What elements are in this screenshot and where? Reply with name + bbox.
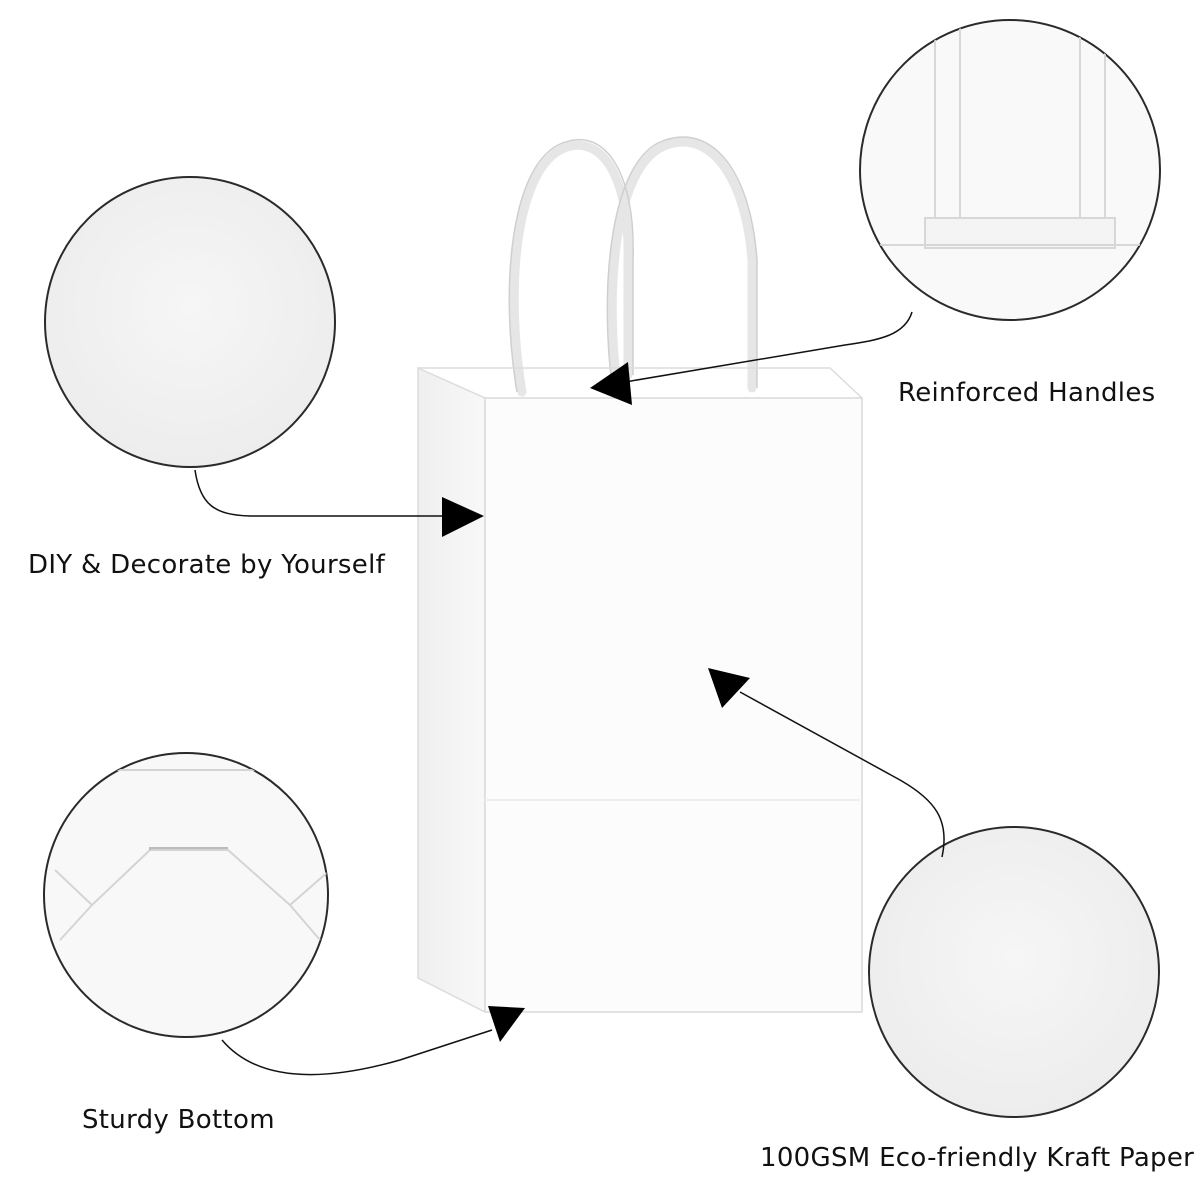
paper-bag bbox=[417, 136, 863, 1014]
caption-sturdy-bottom: Sturdy Bottom bbox=[82, 1105, 275, 1135]
caption-kraft-paper: 100GSM Eco-friendly Kraft Paper bbox=[760, 1143, 1195, 1173]
caption-reinforced-handles: Reinforced Handles bbox=[898, 378, 1156, 408]
connector-lines bbox=[194, 311, 945, 1076]
arrow-handles-icon bbox=[590, 362, 632, 405]
arrowheads bbox=[442, 362, 750, 1042]
arrow-paper-icon bbox=[708, 668, 750, 708]
bag-handles bbox=[509, 137, 757, 397]
arrow-diy-icon bbox=[442, 497, 484, 537]
detail-circle-handles bbox=[859, 19, 1161, 321]
detail-circle-diy bbox=[44, 176, 336, 468]
detail-circle-paper bbox=[868, 826, 1160, 1118]
caption-diy-decorate: DIY & Decorate by Yourself bbox=[28, 550, 386, 580]
arrow-bottom-icon bbox=[488, 1006, 525, 1042]
detail-circle-bottom bbox=[43, 752, 329, 1038]
